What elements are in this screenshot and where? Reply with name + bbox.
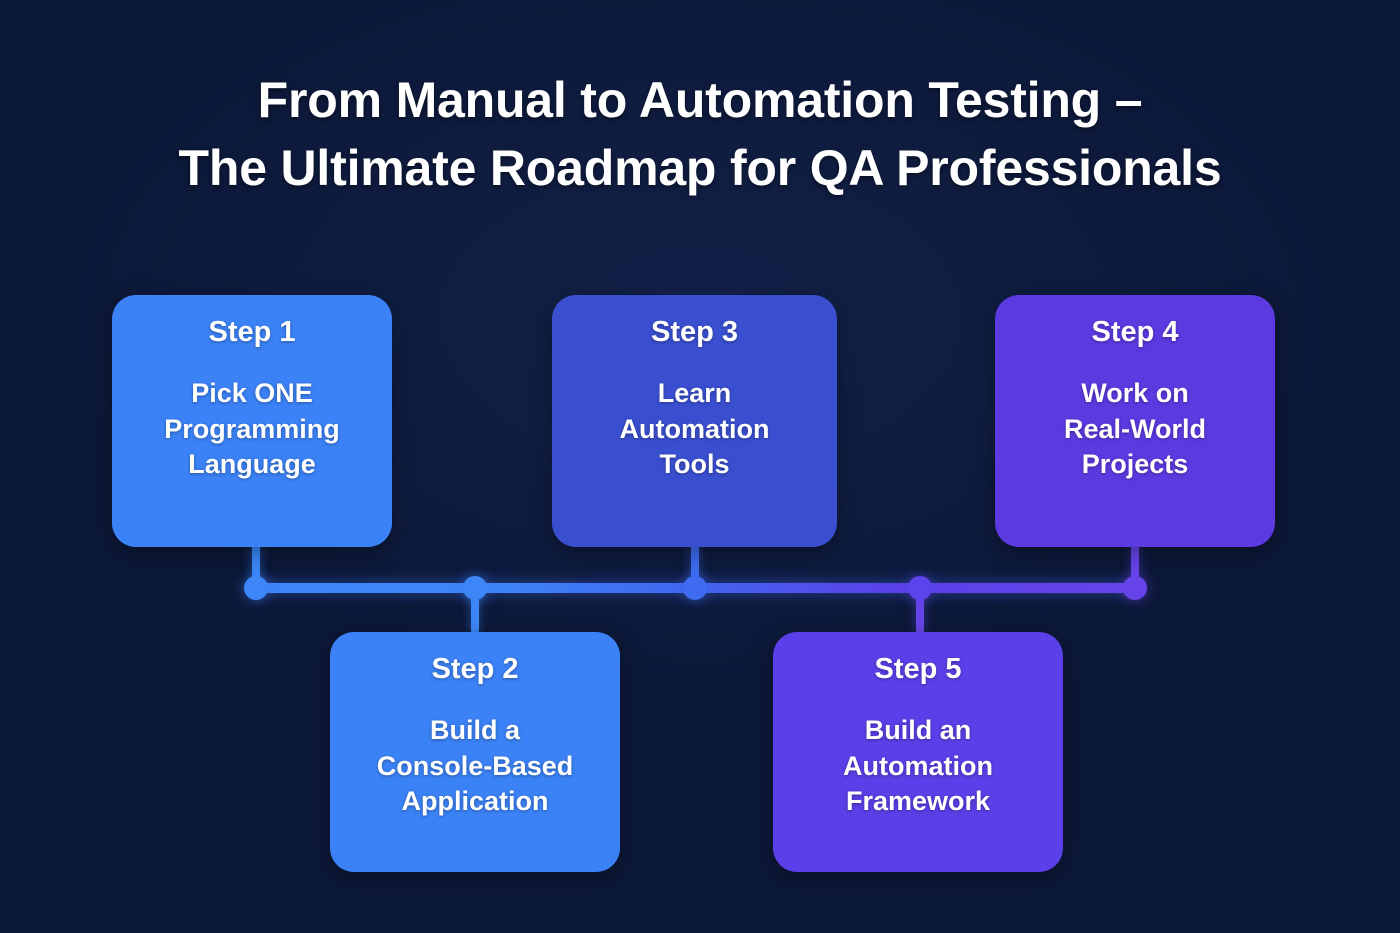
step-5-desc-line-2: Automation (843, 750, 993, 781)
step-3-desc-line-3: Tools (659, 449, 730, 480)
step-4-description: Work on Real-World Projects (1064, 376, 1206, 483)
step-4-label: Step 4 (1091, 316, 1179, 348)
connector-stub-step-5 (916, 588, 924, 634)
step-1-desc-line-2: Programming (164, 413, 340, 444)
connector-stub-step-1 (252, 542, 260, 588)
step-card-2[interactable]: Step 2 Build a Console-Based Application (330, 632, 620, 872)
step-3-desc-line-2: Automation (619, 413, 770, 444)
step-4-desc-line-2: Real-World (1063, 413, 1206, 444)
step-3-description: Learn Automation Tools (620, 376, 770, 483)
step-2-desc-line-1: Build a (429, 714, 520, 745)
step-5-description: Build an Automation Framework (843, 713, 993, 820)
page-title-line-2: The Ultimate Roadmap for QA Professional… (178, 140, 1222, 196)
timeline-node-step-4 (1123, 576, 1147, 600)
step-2-label: Step 2 (431, 653, 519, 685)
step-2-desc-line-2: Console-Based (376, 750, 574, 781)
step-card-4[interactable]: Step 4 Work on Real-World Projects (995, 295, 1275, 547)
step-5-desc-line-3: Framework (845, 786, 991, 817)
step-3-desc-line-1: Learn (657, 377, 732, 408)
page-title: From Manual to Automation Testing – The … (0, 66, 1400, 202)
step-1-description: Pick ONE Programming Language (164, 376, 340, 483)
step-2-description: Build a Console-Based Application (377, 713, 574, 820)
step-4-desc-line-1: Work on (1081, 377, 1189, 408)
step-card-5[interactable]: Step 5 Build an Automation Framework (773, 632, 1063, 872)
step-5-desc-line-1: Build an (864, 714, 972, 745)
connector-stub-step-4 (1131, 542, 1139, 588)
step-3-label: Step 3 (650, 316, 739, 348)
step-1-label: Step 1 (208, 316, 296, 348)
step-4-desc-line-3: Projects (1081, 449, 1189, 480)
step-card-3[interactable]: Step 3 Learn Automation Tools (552, 295, 837, 547)
step-5-label: Step 5 (874, 653, 962, 685)
timeline-node-step-2 (463, 576, 487, 600)
timeline-node-step-1 (244, 576, 268, 600)
step-2-desc-line-3: Application (401, 786, 549, 817)
connector-stub-step-3 (691, 542, 699, 588)
timeline-node-step-3 (683, 576, 707, 600)
connector-stub-step-2 (471, 588, 479, 634)
timeline-node-step-5 (908, 576, 932, 600)
step-1-desc-line-1: Pick ONE (191, 377, 313, 408)
page-title-line-1: From Manual to Automation Testing – (257, 72, 1143, 128)
step-1-desc-line-3: Language (188, 449, 316, 480)
step-card-1[interactable]: Step 1 Pick ONE Programming Language (112, 295, 392, 547)
